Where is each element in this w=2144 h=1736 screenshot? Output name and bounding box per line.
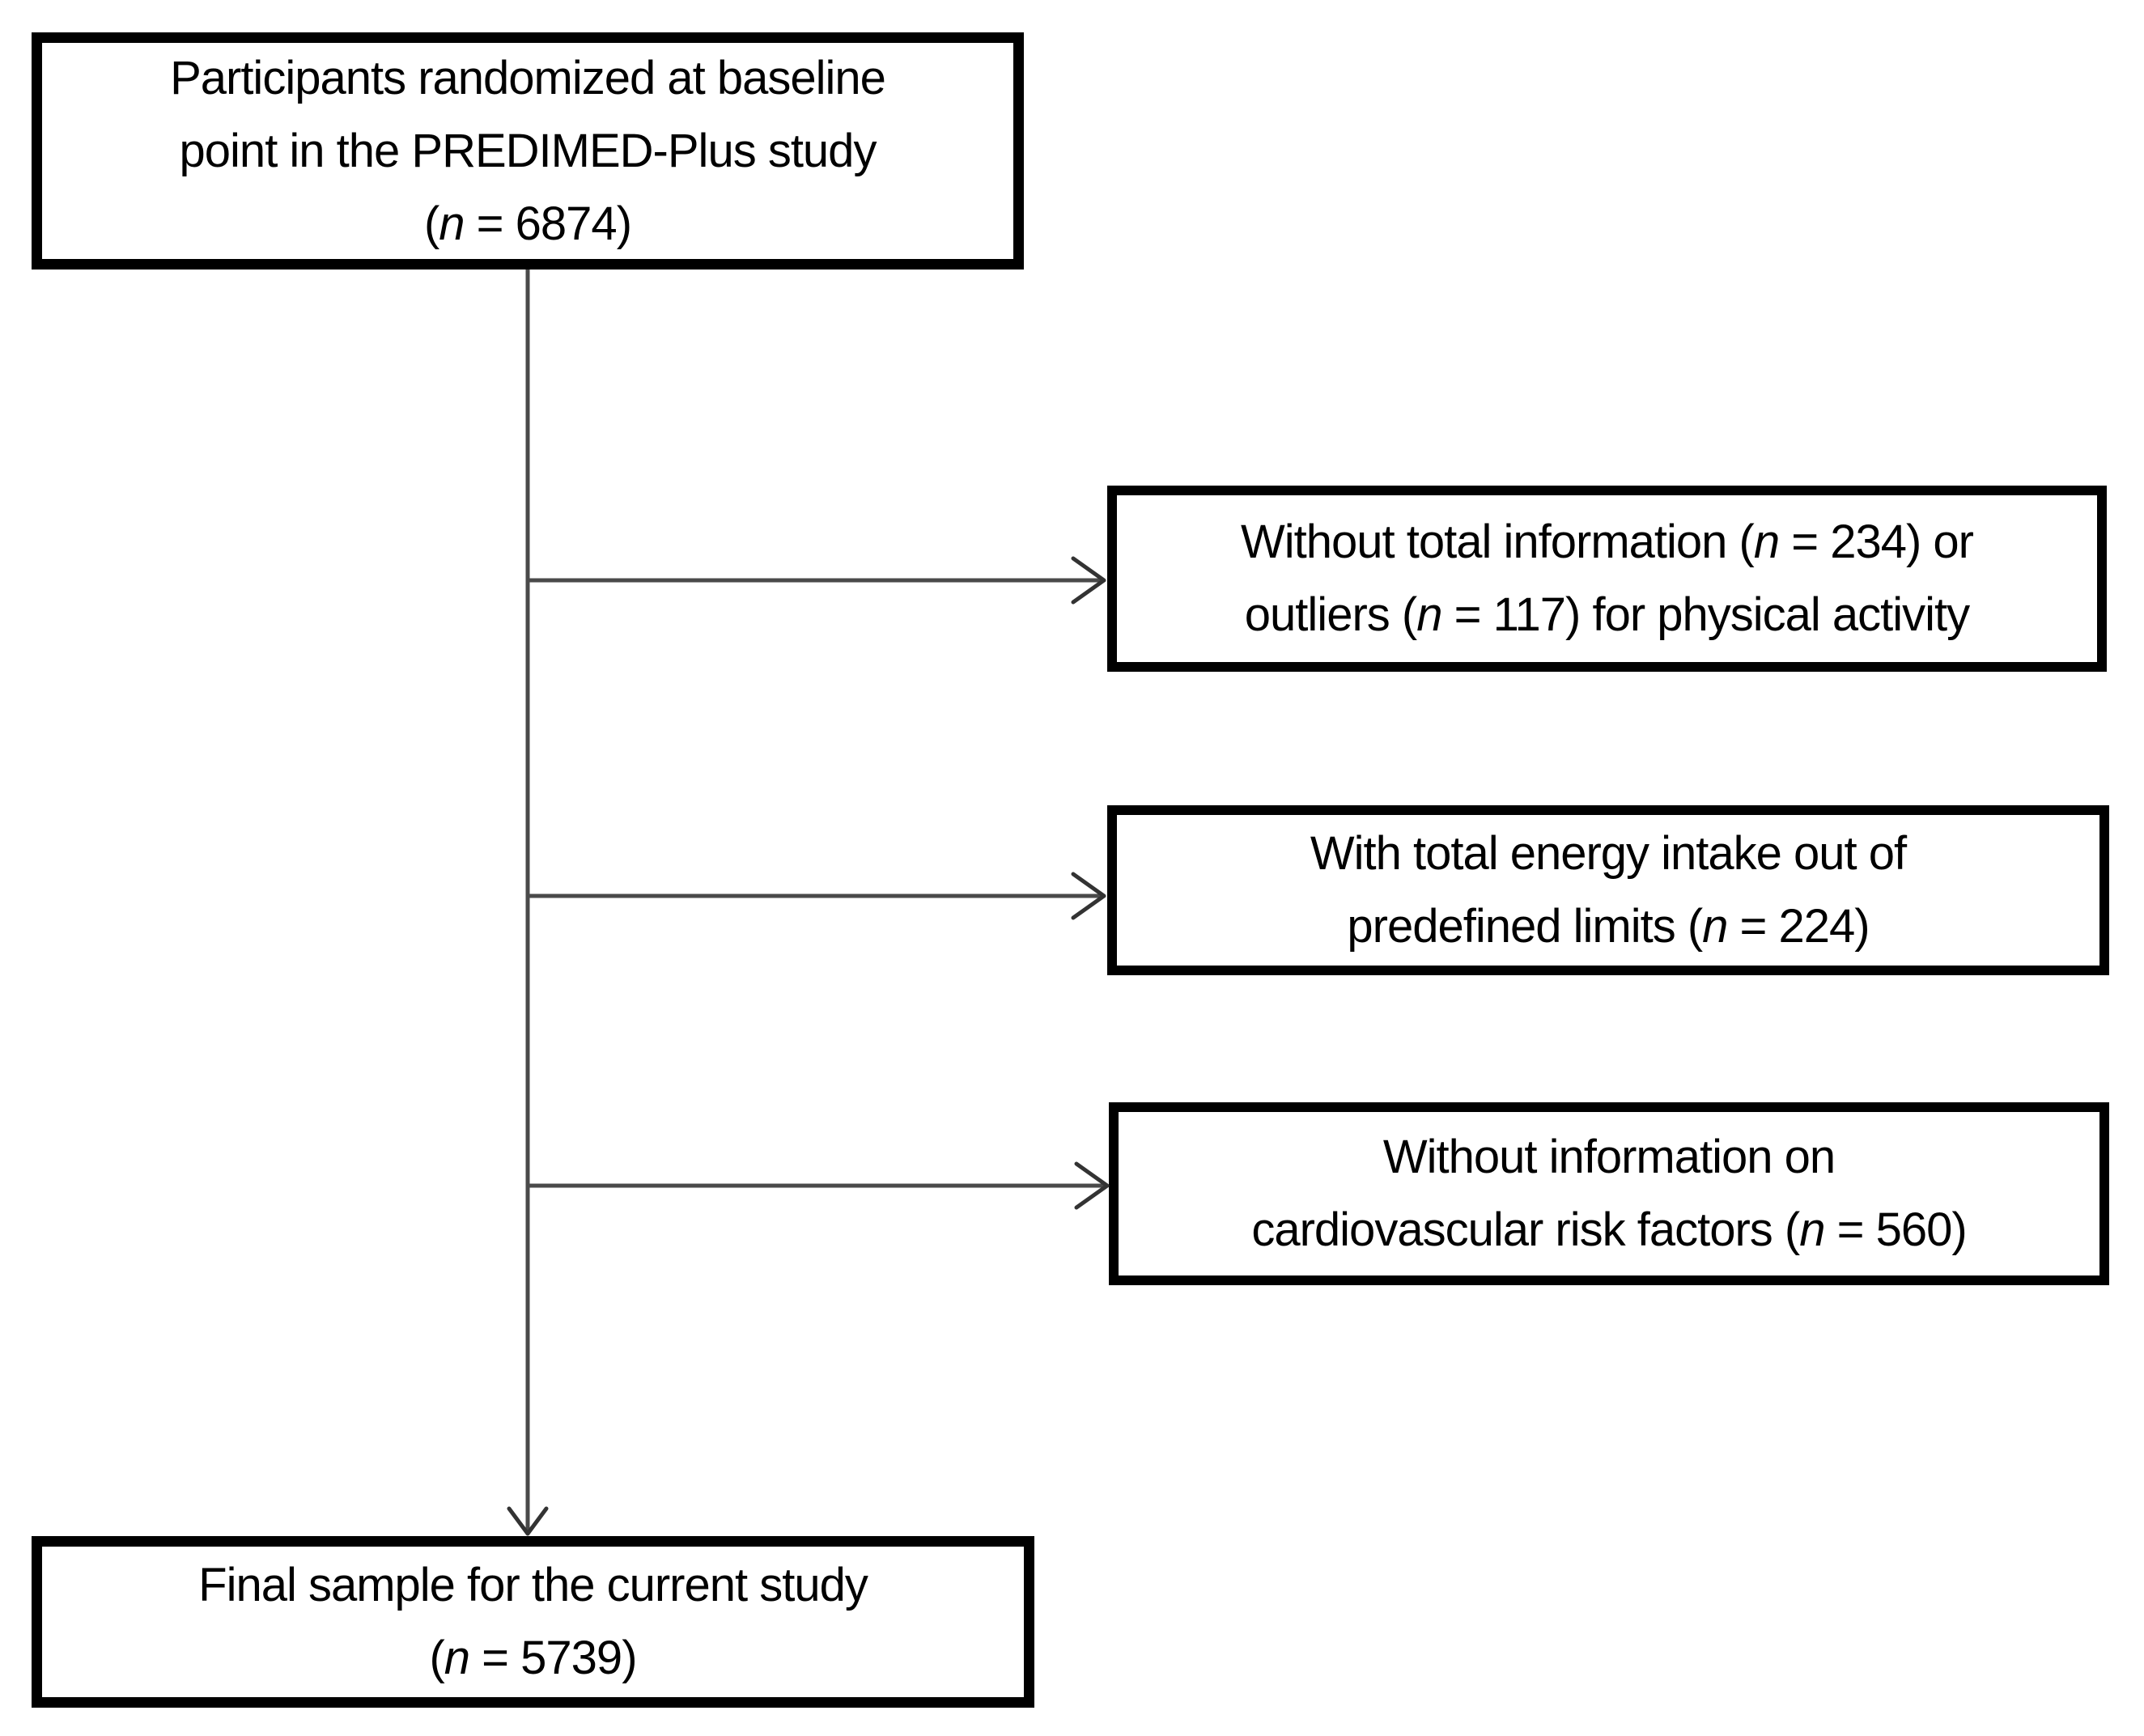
connector-exclusion-3 <box>528 1161 1110 1210</box>
arrowhead-right-icon <box>1074 1161 1110 1210</box>
connector-main-vertical <box>507 270 549 1536</box>
arrowhead-down-icon <box>507 1506 549 1536</box>
connector-exclusion-1 <box>528 556 1106 605</box>
node-final-sample-text: Final sample for the current study(n = 5… <box>198 1559 868 1684</box>
node-final-sample: Final sample for the current study(n = 5… <box>32 1536 1034 1708</box>
connector-exclusion-2 <box>528 872 1106 920</box>
arrowhead-right-icon <box>1071 872 1106 920</box>
arrowhead-right-icon <box>1071 556 1106 605</box>
